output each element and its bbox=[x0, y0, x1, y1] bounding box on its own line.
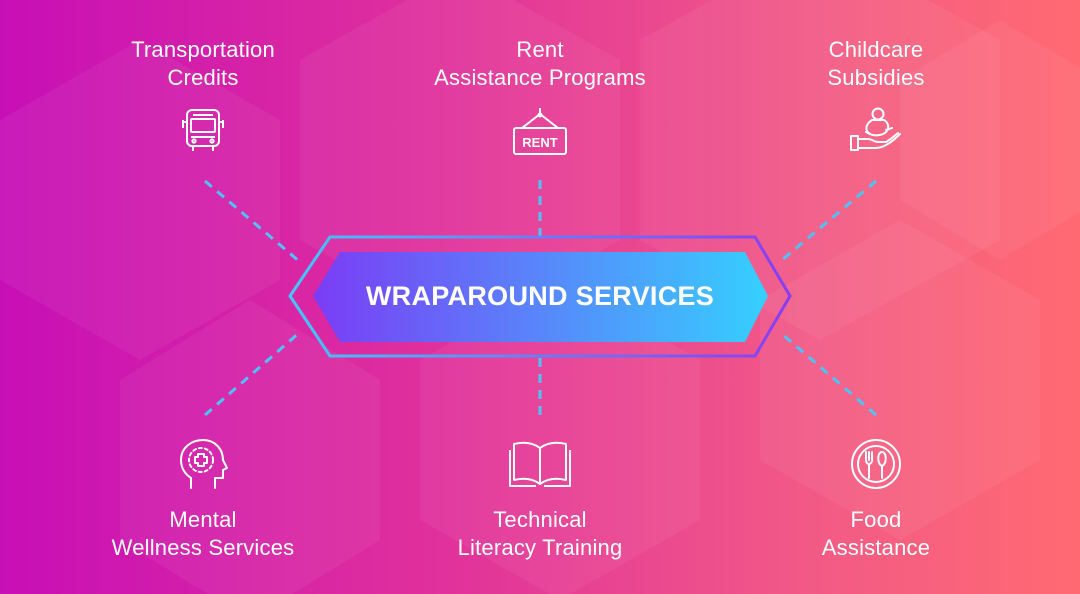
service-childcare: Childcare Subsidies bbox=[726, 36, 1026, 154]
rent-sign-text: RENT bbox=[522, 135, 557, 150]
service-technical-line2: Literacy Training bbox=[457, 535, 623, 560]
service-rent: Rent Assistance Programs RENT bbox=[390, 36, 690, 158]
service-rent-line1: Rent bbox=[516, 37, 564, 62]
connector-transportation bbox=[204, 179, 301, 264]
badge-outline bbox=[288, 235, 792, 358]
open-book-icon bbox=[509, 441, 571, 487]
service-transportation-line2: Credits bbox=[167, 65, 239, 90]
service-childcare-line1: Childcare bbox=[828, 37, 924, 62]
service-food-line1: Food bbox=[850, 507, 902, 532]
service-mental: Mental Wellness Services bbox=[53, 436, 353, 562]
rent-sign-icon: RENT bbox=[513, 108, 567, 155]
service-technical: Technical Literacy Training bbox=[390, 436, 690, 562]
plate-cutlery-icon bbox=[851, 439, 901, 489]
center-title: WRAPAROUND SERVICES bbox=[365, 281, 715, 311]
service-childcare-line2: Subsidies bbox=[827, 65, 925, 90]
service-transportation-line1: Transportation bbox=[131, 37, 275, 62]
service-food-line2: Assistance bbox=[821, 535, 931, 560]
badge-fill bbox=[313, 252, 768, 342]
baby-hand-icon bbox=[850, 107, 901, 151]
connector-food bbox=[781, 332, 877, 417]
bus-icon bbox=[182, 109, 224, 151]
connector-childcare bbox=[781, 179, 877, 262]
service-transportation: Transportation Credits bbox=[53, 36, 353, 154]
head-cross-icon bbox=[180, 439, 228, 489]
service-technical-line1: Technical bbox=[493, 507, 587, 532]
connector-mental bbox=[204, 330, 301, 417]
service-rent-line2: Assistance Programs bbox=[434, 65, 646, 90]
service-mental-line2: Wellness Services bbox=[111, 535, 295, 560]
service-mental-line1: Mental bbox=[169, 507, 237, 532]
service-food: Food Assistance bbox=[726, 436, 1026, 562]
